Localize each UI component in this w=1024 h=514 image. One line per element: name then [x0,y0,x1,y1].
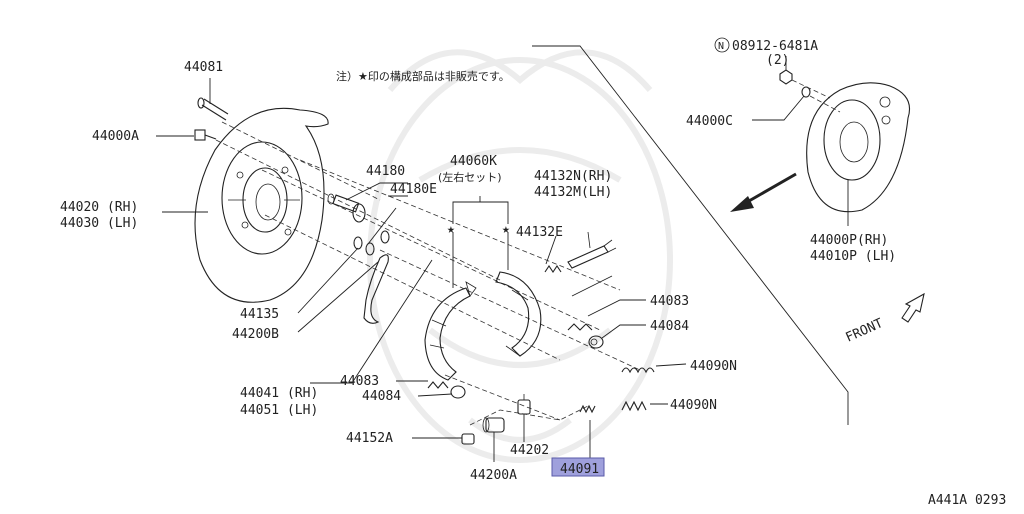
front-label: FRONT [844,316,886,346]
washer-44000c [801,86,811,98]
label-44180e: 44180E [390,182,437,197]
label-44081: 44081 [184,60,223,75]
drawing-code: A441A 0293 [928,493,1006,508]
label-44152a: 44152A [346,431,393,446]
label-44132e: 44132E [516,225,563,240]
dash-right-b [809,95,841,113]
brake-shoe-right [495,271,542,357]
label-44135: 44135 [240,307,279,322]
label-44060k: 44060K [450,154,497,169]
strut-44132n [567,231,617,269]
label-44000c: 44000C [686,114,733,129]
backing-plate-left [194,107,329,303]
brake-shoe-left [424,281,477,381]
label-44020: 44020 (RH) [60,200,138,215]
spring-44090n-upper [621,367,655,374]
direction-arrow [730,172,797,212]
label-44083-lower: 44083 [340,374,379,389]
nut-44152a [461,433,475,445]
label-44132n: 44132N(RH) [534,169,612,184]
label-44200a: 44200A [470,468,517,483]
label-44090n-upper: 44090N [690,359,737,374]
nut-symbol-letter: N [718,41,724,52]
label-44084-lower: 44084 [362,389,401,404]
label-44180: 44180 [366,164,405,179]
label-08912: 08912-6481A [732,39,818,54]
dash-right-a [791,79,831,99]
label-44091: 44091 [560,462,599,477]
screw-44000a [194,129,217,141]
label-44132m: 44132M(LH) [534,185,612,200]
nut-08912 [779,69,793,85]
washers-44135 [353,230,390,256]
label-44000p: 44000P(RH) [810,233,888,248]
label-44030: 44030 (LH) [60,216,138,231]
spring-44091 [579,404,596,414]
label-44051: 44051 (LH) [240,403,318,418]
note-text: 注）★印の構成部品は非販売です。 [336,69,510,83]
spring-44083-upper [567,323,593,331]
label-44083-upper: 44083 [650,294,689,309]
label-44041: 44041 (RH) [240,386,318,401]
label-44060k-sub: (左右セット) [438,170,502,184]
label-44010p: 44010P (LH) [810,249,896,264]
front-arrow-icon [901,292,925,323]
leader-lines [156,56,849,462]
spring-44132e [544,265,562,273]
label-08912-qty: (2) [766,53,789,68]
divider-line [532,45,849,425]
nut-symbol-icon [714,37,730,53]
label-44000a: 44000A [92,129,139,144]
label-44200b: 44200B [232,327,279,342]
spring-44090n-lower [621,400,647,412]
svg-text:★: ★ [447,222,455,237]
label-44202: 44202 [510,443,549,458]
assembly-dashed-lines [215,121,641,426]
svg-text:★: ★ [502,222,510,237]
cylinder-44200a [482,417,505,433]
star-markers: ★ ★ [447,196,510,288]
lever-44200b [363,254,389,324]
cap-44084-lower [450,385,466,399]
bolt-44081 [197,97,229,121]
highlight-44091[interactable] [551,457,605,477]
label-44090n-lower: 44090N [670,398,717,413]
watermark-emblem [367,49,673,463]
label-44084-upper: 44084 [650,319,689,334]
spring-44083-lower [427,381,449,389]
cap-44084-upper [588,335,604,349]
backing-plate-right [806,82,911,213]
